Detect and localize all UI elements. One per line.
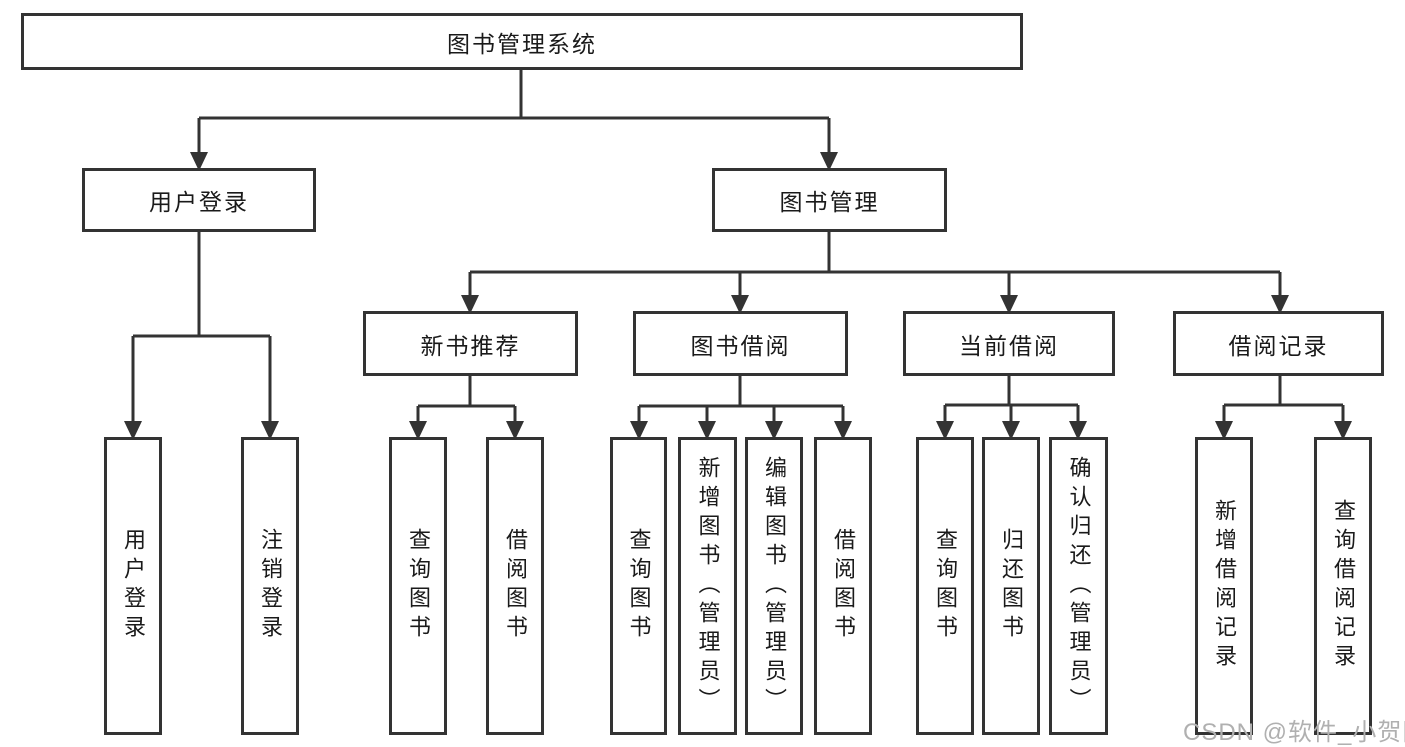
node-borrow-records: 借阅记录 xyxy=(1173,311,1384,376)
node-book-borrow-label: 图书借阅 xyxy=(690,332,791,359)
leaf-add-borrow-record: 新增借阅记录 xyxy=(1195,437,1253,735)
connector-book-borrow-split xyxy=(630,376,852,440)
leaf-borrow-query-books-label: 查询图书 xyxy=(626,528,652,644)
leaf-current-query-books: 查询图书 xyxy=(916,437,974,735)
connector-user-login-split xyxy=(124,232,279,440)
leaf-query-borrow-record-label: 查询借阅记录 xyxy=(1331,499,1356,673)
leaf-recommend-query-books-label: 查询图书 xyxy=(406,528,431,644)
leaf-return-books-label: 归还图书 xyxy=(999,528,1024,644)
leaf-edit-books-admin-label: 编辑图书（管理员） xyxy=(762,455,787,717)
leaf-confirm-return-admin-label: 确认归还（管理员） xyxy=(1066,455,1092,717)
node-book-borrow: 图书借阅 xyxy=(633,311,848,376)
leaf-logout-label: 注销登录 xyxy=(258,528,283,644)
node-book-management-label: 图书管理 xyxy=(779,189,880,215)
leaf-logout: 注销登录 xyxy=(241,437,299,735)
leaf-user-login-label: 用户登录 xyxy=(121,528,146,644)
node-new-book-recommend: 新书推荐 xyxy=(363,311,578,376)
node-user-login-label: 用户登录 xyxy=(149,189,249,215)
leaf-add-books-admin-label: 新增图书（管理员） xyxy=(695,455,721,717)
connector-borrow-records-split xyxy=(1215,376,1352,440)
node-root-system: 图书管理系统 xyxy=(21,13,1023,70)
leaf-current-query-books-label: 查询图书 xyxy=(933,528,958,644)
connector-root-to-level2 xyxy=(190,70,838,171)
csdn-watermark: CSDN @软件_小贺同学 xyxy=(1183,719,1405,746)
leaf-edit-books-admin: 编辑图书（管理员） xyxy=(745,437,803,735)
node-new-book-recommend-label: 新书推荐 xyxy=(420,332,521,359)
node-root-system-label: 图书管理系统 xyxy=(447,30,597,57)
node-borrow-records-label: 借阅记录 xyxy=(1228,332,1329,359)
node-current-borrow: 当前借阅 xyxy=(903,311,1115,376)
node-book-management: 图书管理 xyxy=(712,168,947,232)
leaf-query-borrow-record: 查询借阅记录 xyxy=(1314,437,1372,735)
node-user-login: 用户登录 xyxy=(82,168,316,232)
leaf-recommend-borrow-books-label: 借阅图书 xyxy=(503,528,528,644)
leaf-return-books: 归还图书 xyxy=(982,437,1040,735)
leaf-borrow-books: 借阅图书 xyxy=(814,437,872,735)
leaf-recommend-borrow-books: 借阅图书 xyxy=(486,437,544,735)
connector-new-book-split xyxy=(409,376,524,440)
leaf-confirm-return-admin: 确认归还（管理员） xyxy=(1049,437,1108,735)
node-current-borrow-label: 当前借阅 xyxy=(959,332,1059,359)
leaf-borrow-query-books: 查询图书 xyxy=(610,437,667,735)
leaf-add-borrow-record-label: 新增借阅记录 xyxy=(1212,499,1237,673)
leaf-user-login: 用户登录 xyxy=(104,437,162,735)
connector-book-management-split xyxy=(461,232,1289,314)
leaf-recommend-query-books: 查询图书 xyxy=(389,437,447,735)
leaf-borrow-books-label: 借阅图书 xyxy=(831,528,856,644)
connector-current-borrow-split xyxy=(936,376,1087,440)
leaf-add-books-admin: 新增图书（管理员） xyxy=(678,437,737,735)
